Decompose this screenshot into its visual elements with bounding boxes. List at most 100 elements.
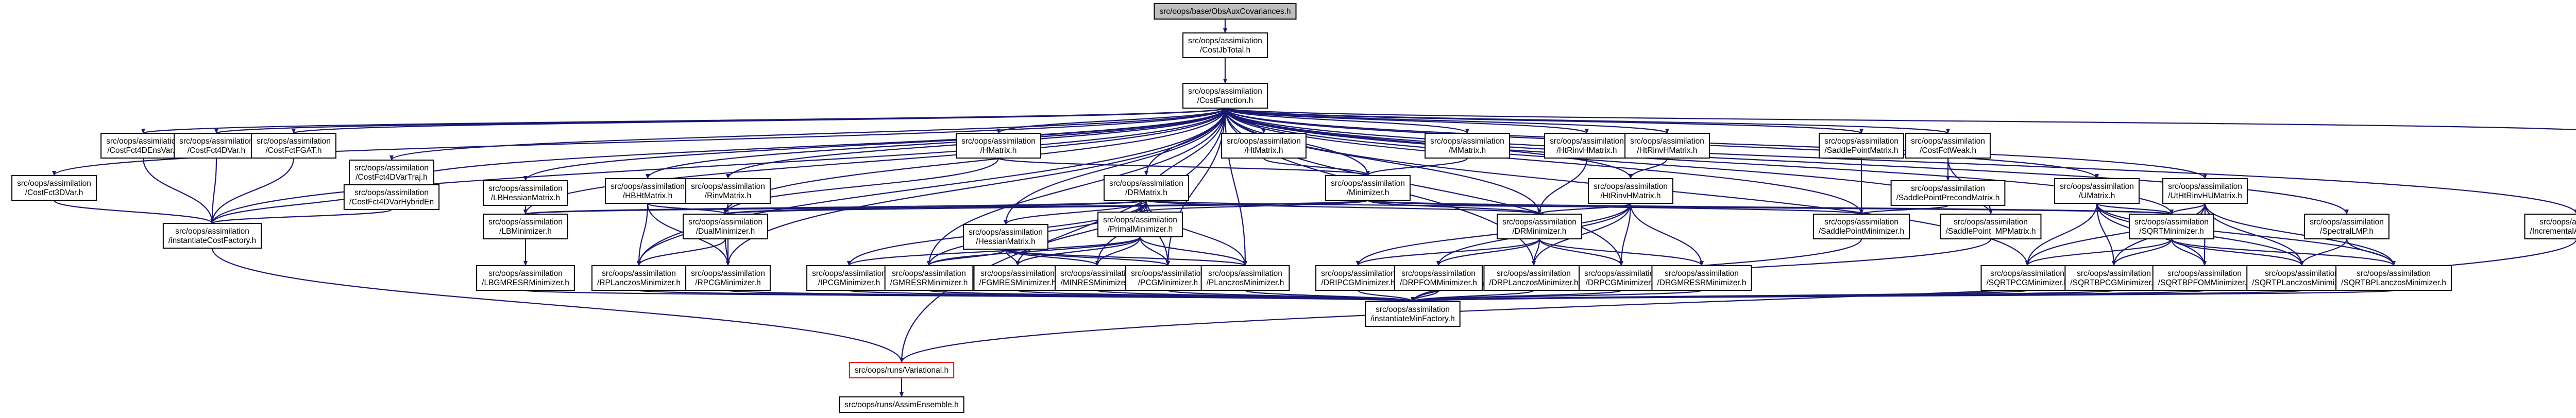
graph-node-label: src/oops/assimilation xyxy=(2134,218,2209,227)
graph-node[interactable]: src/oops/assimilation/LBHessianMatrix.h xyxy=(483,180,568,206)
graph-node-label: src/oops/assimilation xyxy=(2265,269,2339,278)
graph-node[interactable]: src/oops/assimilation/HBHtMatrix.h xyxy=(605,178,690,204)
dependency-edge xyxy=(900,238,2576,363)
graph-node[interactable]: src/oops/assimilation/SQRTBPFOMMinimizer… xyxy=(2152,265,2257,291)
graph-node[interactable]: src/oops/assimilation/UtHtRinvHUMatrix.h xyxy=(2162,178,2248,204)
graph-node-box xyxy=(1905,133,1991,159)
dependency-edge xyxy=(1139,236,1247,266)
graph-node[interactable]: src/oops/assimilation/DRPFOMMinimizer.h xyxy=(1394,265,1483,291)
graph-node-label: /LBGMRESRMinimizer.h xyxy=(482,278,569,287)
graph-node-label: /GMRESRMinimizer.h xyxy=(890,278,968,287)
graph-node-label: /FGMRESMinimizer.h xyxy=(979,278,1056,287)
graph-node[interactable]: src/oops/assimilation/CostFct4DVar.h xyxy=(174,133,259,159)
dependency-edge xyxy=(1356,238,1540,266)
graph-node-box xyxy=(1651,265,1752,291)
graph-node-label: src/oops/assimilation xyxy=(17,179,91,188)
graph-node[interactable]: src/oops/assimilation/PLanczosMinimizer.… xyxy=(1200,265,1290,291)
dependency-edges xyxy=(52,19,2576,397)
graph-node[interactable]: src/oops/assimilation/Minimizer.h xyxy=(1325,175,1411,201)
graph-node[interactable]: src/oops/assimilation/RinvMatrix.h xyxy=(685,178,771,204)
graph-node[interactable]: src/oops/assimilation/HessianMatrix.h xyxy=(963,224,1048,250)
dependency-edge xyxy=(997,157,1370,177)
graph-node[interactable]: src/oops/assimilation/HtRinvHMatrix.h xyxy=(1624,133,1710,159)
graph-node-box xyxy=(956,133,1041,159)
graph-node[interactable]: src/oops/assimilation/IPCGMinimizer.h xyxy=(806,265,892,291)
graph-node[interactable]: src/oops/assimilation/SQRTPCGMinimizer.h xyxy=(1980,265,2074,291)
graph-node[interactable]: src/oops/assimilation/GMRESRMinimizer.h xyxy=(884,265,974,291)
graph-node[interactable]: src/oops/assimilation/DualMinimizer.h xyxy=(683,214,768,239)
graph-node[interactable]: src/oops/assimilation/DRMinimizer.h xyxy=(1497,214,1582,239)
dependency-edge xyxy=(2171,238,2304,266)
graph-node[interactable]: src/oops/assimilation/DRPCGMinimizer.h xyxy=(1579,265,1664,291)
graph-node[interactable]: src/oops/assimilation/SpectralLMP.h xyxy=(2304,214,2389,239)
graph-node[interactable]: src/oops/assimilation/CostFctWeak.h xyxy=(1905,133,1991,159)
graph-node[interactable]: src/oops/assimilation/MMatrix.h xyxy=(1425,133,1510,159)
graph-node[interactable]: src/oops/assimilation/SaddlePoint_MPMatr… xyxy=(1940,214,2042,239)
graph-node[interactable]: src/oops/assimilation/PrimalMinimizer.h xyxy=(1097,212,1183,237)
graph-node[interactable]: src/oops/assimilation/CostFct4DVarTraj.h xyxy=(349,160,434,185)
graph-node-label: /DRPCGMinimizer.h xyxy=(1586,278,1657,287)
graph-node-box xyxy=(1579,265,1664,291)
dependency-edge xyxy=(1436,238,1540,266)
graph-node[interactable]: src/oops/assimilation/CostFunction.h xyxy=(1182,83,1268,109)
graph-node[interactable]: src/oops/assimilation/CostJbTotal.h xyxy=(1182,32,1268,58)
graph-node-label: src/oops/assimilation xyxy=(354,188,429,197)
graph-node-label: src/oops/assimilation xyxy=(602,269,676,278)
graph-node[interactable]: src/oops/assimilation/PCGMinimizer.h xyxy=(1125,265,1211,291)
graph-node[interactable]: src/oops/assimilation/LBGMRESRMinimizer.… xyxy=(476,265,575,291)
graph-node[interactable]: src/oops/assimilation/RPLanczosMinimizer… xyxy=(591,265,686,291)
graph-node-box xyxy=(1425,133,1510,159)
graph-node[interactable]: src/oops/runs/AssimEnsemble.h xyxy=(839,396,964,413)
graph-node-box xyxy=(2054,178,2140,204)
graph-node[interactable]: src/oops/assimilation/SQRTBPLanczosMinim… xyxy=(2335,265,2452,291)
graph-node-label: src/oops/assimilation xyxy=(1665,269,1739,278)
graph-node[interactable]: src/oops/assimilation/RPCGMinimizer.h xyxy=(685,265,771,291)
graph-node-label: /HtMatrix.h xyxy=(1245,146,1283,155)
graph-node-box xyxy=(2304,214,2389,239)
graph-node-box xyxy=(884,265,974,291)
graph-node-label: src/oops/assimilation xyxy=(1331,179,1405,188)
graph-node[interactable]: src/oops/assimilation/SQRTBPCGMinimizer.… xyxy=(2064,265,2163,291)
graph-node[interactable]: src/oops/assimilation/SaddlePointPrecond… xyxy=(1890,180,2006,206)
graph-node[interactable]: src/oops/assimilation/HtMatrix.h xyxy=(1221,133,1307,159)
dependency-edge xyxy=(637,203,649,266)
graph-node-label: src/oops/assimilation xyxy=(688,218,762,227)
dependency-edge xyxy=(847,236,1141,267)
graph-node[interactable]: src/oops/assimilation/instantiateCostFac… xyxy=(162,223,262,249)
graph-node[interactable]: src/oops/assimilation/HtRinvHMatrix.h xyxy=(1544,133,1630,159)
graph-node[interactable]: src/oops/assimilation/DRGMRESRMinimizer.… xyxy=(1651,265,1752,291)
graph-node-box xyxy=(1812,214,1910,239)
graph-node[interactable]: src/oops/assimilation/DRMatrix.h xyxy=(1104,175,1189,201)
graph-node-label: /LBMinimizer.h xyxy=(499,227,552,236)
graph-node-label: /HMatrix.h xyxy=(980,146,1017,155)
graph-node[interactable]: src/oops/assimilation/HMatrix.h xyxy=(956,133,1041,159)
graph-node-label: /RPCGMinimizer.h xyxy=(695,278,760,287)
graph-node[interactable]: src/oops/assimilation/CostFctFGAT.h xyxy=(251,133,336,159)
graph-node[interactable]: src/oops/assimilation/DRIPCGMinimizer.h xyxy=(1315,265,1401,291)
graph-node[interactable]: src/oops/assimilation/CostFct4DEnsVar.h xyxy=(100,133,186,159)
graph-node-label: src/oops/assimilation xyxy=(1376,305,1450,314)
graph-node[interactable]: src/oops/assimilation/HtRinvHMatrix.h xyxy=(1588,178,1673,204)
graph-node[interactable]: src/oops/assimilation/SQRTMinimizer.h xyxy=(2129,214,2214,239)
graph-node-label: src/oops/assimilation xyxy=(1911,137,1985,146)
graph-node[interactable]: src/oops/assimilation/FGMRESMinimizer.h xyxy=(973,265,1062,291)
dependency-edge xyxy=(1411,289,2395,303)
graph-node[interactable]: src/oops/assimilation/IncrementalAssimil… xyxy=(2524,214,2576,239)
dependency-edge xyxy=(1145,200,1247,266)
graph-node-label: src/oops/assimilation xyxy=(354,164,429,172)
graph-node-box xyxy=(1200,265,1290,291)
graph-node[interactable]: src/oops/base/ObsAuxCovariances.h xyxy=(1154,3,1297,20)
dependency-edge xyxy=(1859,204,1949,215)
dependency-edge xyxy=(1005,248,1099,267)
graph-node[interactable]: src/oops/assimilation/DRPLanczosMinimize… xyxy=(1483,265,1584,291)
graph-node[interactable]: src/oops/runs/Variational.h xyxy=(849,362,955,378)
graph-node[interactable]: src/oops/assimilation/LBMinimizer.h xyxy=(483,214,568,239)
graph-node[interactable]: src/oops/assimilation/SaddlePointMatrix.… xyxy=(1819,133,1904,159)
graph-node[interactable]: src/oops/assimilation/UMatrix.h xyxy=(2054,178,2140,204)
graph-node[interactable]: src/oops/assimilation/CostFct4DVarHybrid… xyxy=(343,184,440,210)
graph-node[interactable]: src/oops/assimilation/CostFct3DVar.h xyxy=(11,175,97,201)
graph-node-label: src/oops/base/ObsAuxCovariances.h xyxy=(1159,7,1291,16)
graph-node-label: src/oops/assimilation xyxy=(2060,182,2134,191)
graph-node[interactable]: src/oops/assimilation/instantiateMinFact… xyxy=(1365,301,1461,327)
graph-node[interactable]: src/oops/assimilation/SaddlePointMinimiz… xyxy=(1812,214,1910,239)
